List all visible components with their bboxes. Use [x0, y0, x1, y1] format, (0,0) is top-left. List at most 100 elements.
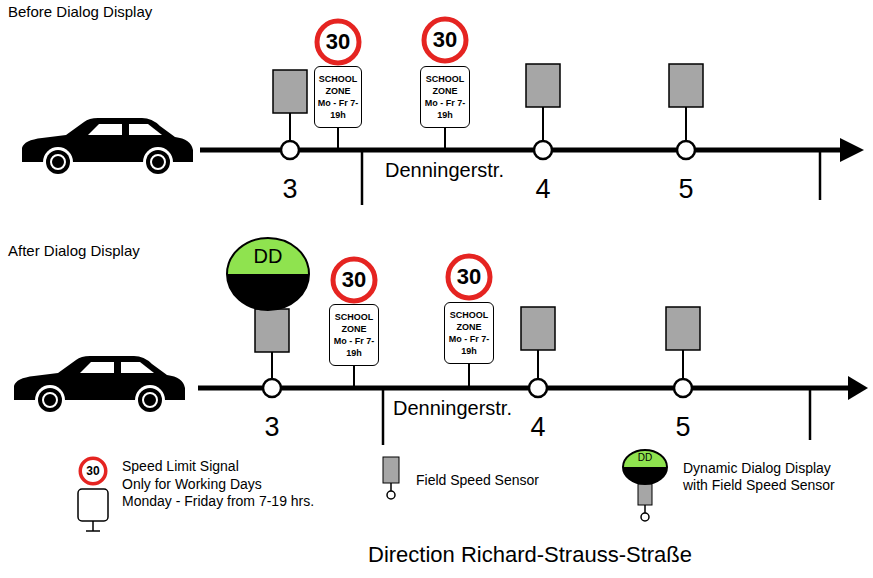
legend-board-post [92, 521, 94, 531]
sensor-number: 5 [678, 176, 693, 203]
sign-ring [80, 458, 106, 484]
sign-post [337, 128, 339, 150]
school-zone-board: SCHOOL ZONEMo - Fr 7-19h [444, 302, 494, 364]
wheel-rim [143, 393, 157, 407]
sign-ring [333, 259, 375, 301]
speed-value: 30 [86, 465, 99, 477]
school-zone-board: SCHOOL ZONEMo - Fr 7-19h [314, 66, 362, 128]
board-text: Mo - Fr 7-19h [332, 335, 376, 359]
speed-sensor [255, 309, 289, 352]
car-window [80, 362, 114, 373]
legend-entry: Field Speed Sensor [416, 472, 539, 489]
sign-ring [424, 19, 466, 61]
direction-arrowhead [848, 376, 868, 400]
wheel-rim [51, 155, 65, 169]
speed-value: 30 [326, 31, 350, 53]
speed-limit-sign: 30 [445, 253, 493, 301]
speed-value: 30 [342, 269, 366, 291]
speed-sensor [666, 307, 700, 350]
street-tick [382, 388, 385, 445]
speed-sensor [526, 64, 560, 107]
car-wheel [146, 150, 170, 174]
legend-entry: Monday - Friday from 7-19 hrs. [122, 493, 314, 510]
school-zone-board: SCHOOL ZONEMo - Fr 7-19h [329, 304, 379, 366]
legend-sensor-post [390, 483, 392, 491]
legend-entry: with Field Speed Sensor [683, 477, 835, 494]
display-text: DD [638, 453, 652, 463]
legend-board-icon [78, 489, 108, 521]
legend-entry: Speed Limit Signal [122, 458, 239, 475]
wheel-arch [135, 385, 165, 415]
wheel-rim [151, 155, 165, 169]
board-text: SCHOOL ZONE [447, 309, 491, 333]
street-name: Denningerstr. [393, 398, 512, 418]
sensor-post [542, 107, 544, 141]
speed-sensor [669, 64, 703, 107]
legend-entry: Dynamic Dialog Display [683, 460, 831, 477]
sensor-post [271, 352, 273, 379]
sensor-number: 5 [675, 414, 690, 441]
legend-text: Speed Limit Signal [122, 458, 239, 474]
display-body [227, 238, 309, 310]
sensor-point [281, 141, 299, 159]
legend-sensor-icon [383, 457, 399, 483]
legend-sensor-point [641, 513, 649, 521]
sensor-post [682, 350, 684, 379]
board-text: SCHOOL ZONE [423, 73, 467, 97]
speed-value: 30 [457, 266, 481, 288]
sign-ring [448, 256, 490, 298]
speed-limit-sign: 30 [421, 16, 469, 64]
legend-text: Field Speed Sensor [416, 472, 539, 488]
street-tick [809, 388, 812, 440]
sensor-point [529, 379, 547, 397]
car-wheel [138, 388, 162, 412]
road-axis [198, 386, 850, 391]
street-name: Denningerstr. [385, 160, 504, 180]
sensor-post [537, 350, 539, 379]
speed-value: 30 [433, 29, 457, 51]
display-body [623, 450, 667, 484]
legend-sensor-post [644, 505, 646, 513]
sign-post [353, 366, 355, 388]
direction-caption: Direction Richard-Strauss-Straße [368, 544, 692, 566]
wheel-arch [43, 147, 73, 177]
school-zone-board: SCHOOL ZONEMo - Fr 7-19h [420, 66, 470, 128]
display-screen [623, 450, 667, 467]
sensor-number: 3 [282, 176, 297, 203]
display-screen [227, 238, 309, 274]
legend-sensor-point [387, 491, 395, 499]
direction-arrowhead [840, 138, 864, 162]
sensor-post [289, 113, 291, 141]
legend-sensor-icon [638, 484, 652, 505]
sensor-point [674, 379, 692, 397]
speed-sensor [521, 307, 555, 350]
board-text: SCHOOL ZONE [317, 73, 359, 97]
car-icon [22, 118, 193, 177]
sensor-point [263, 379, 281, 397]
display-rim [227, 238, 309, 310]
wheel-arch [35, 385, 65, 415]
sensor-point [677, 141, 695, 159]
legend-entry: Only for Working Days [122, 476, 262, 493]
legend-text: Dynamic Dialog Display [683, 460, 831, 476]
sign-post [468, 364, 470, 388]
speed-limit-sign: 30 [330, 256, 378, 304]
wheel-arch [143, 147, 173, 177]
board-text: Mo - Fr 7-19h [447, 333, 491, 357]
speed-sensor [273, 70, 307, 113]
legend-board-foot [86, 530, 100, 532]
display-text: DD [254, 246, 283, 266]
sensor-number: 4 [535, 176, 550, 203]
dialog-display: DD [622, 449, 668, 485]
sensor-number: 4 [530, 414, 545, 441]
board-text: Mo - Fr 7-19h [423, 97, 467, 121]
car-window [88, 124, 122, 135]
sensor-point [534, 141, 552, 159]
car-window [121, 362, 154, 373]
sensor-number: 3 [264, 414, 279, 441]
speed-limit-sign: 30 [314, 18, 362, 66]
legend-text: with Field Speed Sensor [683, 477, 835, 493]
sensor-post [685, 107, 687, 141]
board-text: SCHOOL ZONE [332, 311, 376, 335]
